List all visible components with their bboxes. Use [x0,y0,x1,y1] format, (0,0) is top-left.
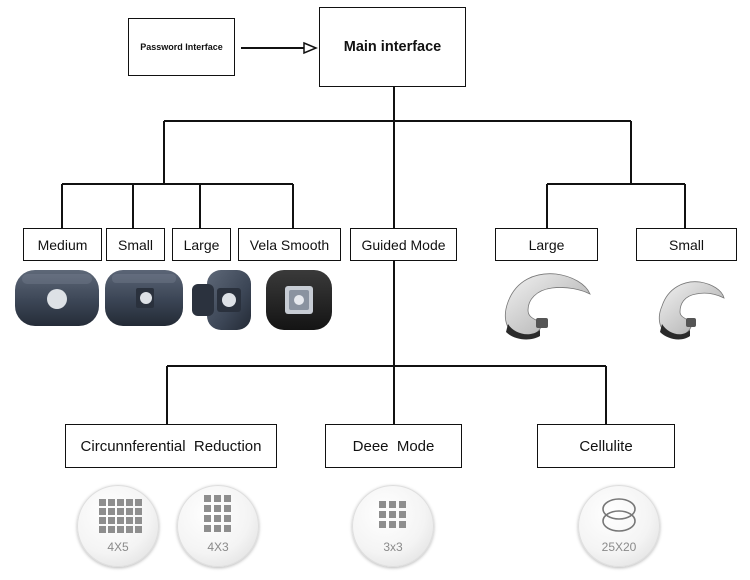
deep-mode-node: Deee Mode [325,424,462,468]
password-interface-label: Password Interface [140,42,223,52]
handpiece-large-node: Large [495,228,598,261]
small-label: Small [117,236,153,253]
ellipse-25x20-icon [602,498,636,532]
guided-mode-label: Guided Mode [361,236,446,253]
grid-4x5-icon [99,499,142,533]
vela-smooth-node: Vela Smooth [238,228,341,261]
medium-applicator-icon [15,270,99,326]
cellulite-node: Cellulite [537,424,675,468]
vela-smooth-applicator-icon [266,270,332,330]
circumferential-reduction-label: Circunnferential Reduction [80,437,262,455]
small-handpiece-icon [659,281,725,340]
deep-mode-label: Deee Mode [352,437,435,455]
handpiece-large-label: Large [528,236,565,253]
grid-3x3-icon [379,501,406,528]
pattern-4x3-badge: 4X3 [177,485,259,567]
guided-mode-node: Guided Mode [350,228,457,261]
pattern-4x5-label: 4X5 [107,540,129,554]
cellulite-label: Cellulite [579,437,633,455]
circumferential-reduction-node: Circunnferential Reduction [65,424,277,468]
pattern-4x3-label: 4X3 [207,540,229,554]
pattern-3x3-label: 3x3 [383,540,403,554]
large-handpiece-icon [505,273,591,340]
pattern-4x5-badge: 4X5 [77,485,159,567]
main-interface-label: Main interface [343,39,442,55]
main-interface-node: Main interface [319,7,466,87]
small-applicator-icon [105,270,183,326]
pattern-25x20-label: 25X20 [601,540,637,554]
vela-smooth-label: Vela Smooth [249,236,330,253]
large-node: Large [172,228,231,261]
pattern-3x3-badge: 3x3 [352,485,434,567]
large-applicator-icon [192,270,251,330]
medium-label: Medium [37,236,88,253]
handpiece-small-node: Small [636,228,737,261]
password-interface-node: Password Interface [128,18,235,76]
medium-node: Medium [23,228,102,261]
grid-4x3-icon [204,495,231,532]
pattern-25x20-badge: 25X20 [578,485,660,567]
small-node: Small [106,228,165,261]
handpiece-small-label: Small [668,236,704,253]
large-label: Large [183,236,220,253]
